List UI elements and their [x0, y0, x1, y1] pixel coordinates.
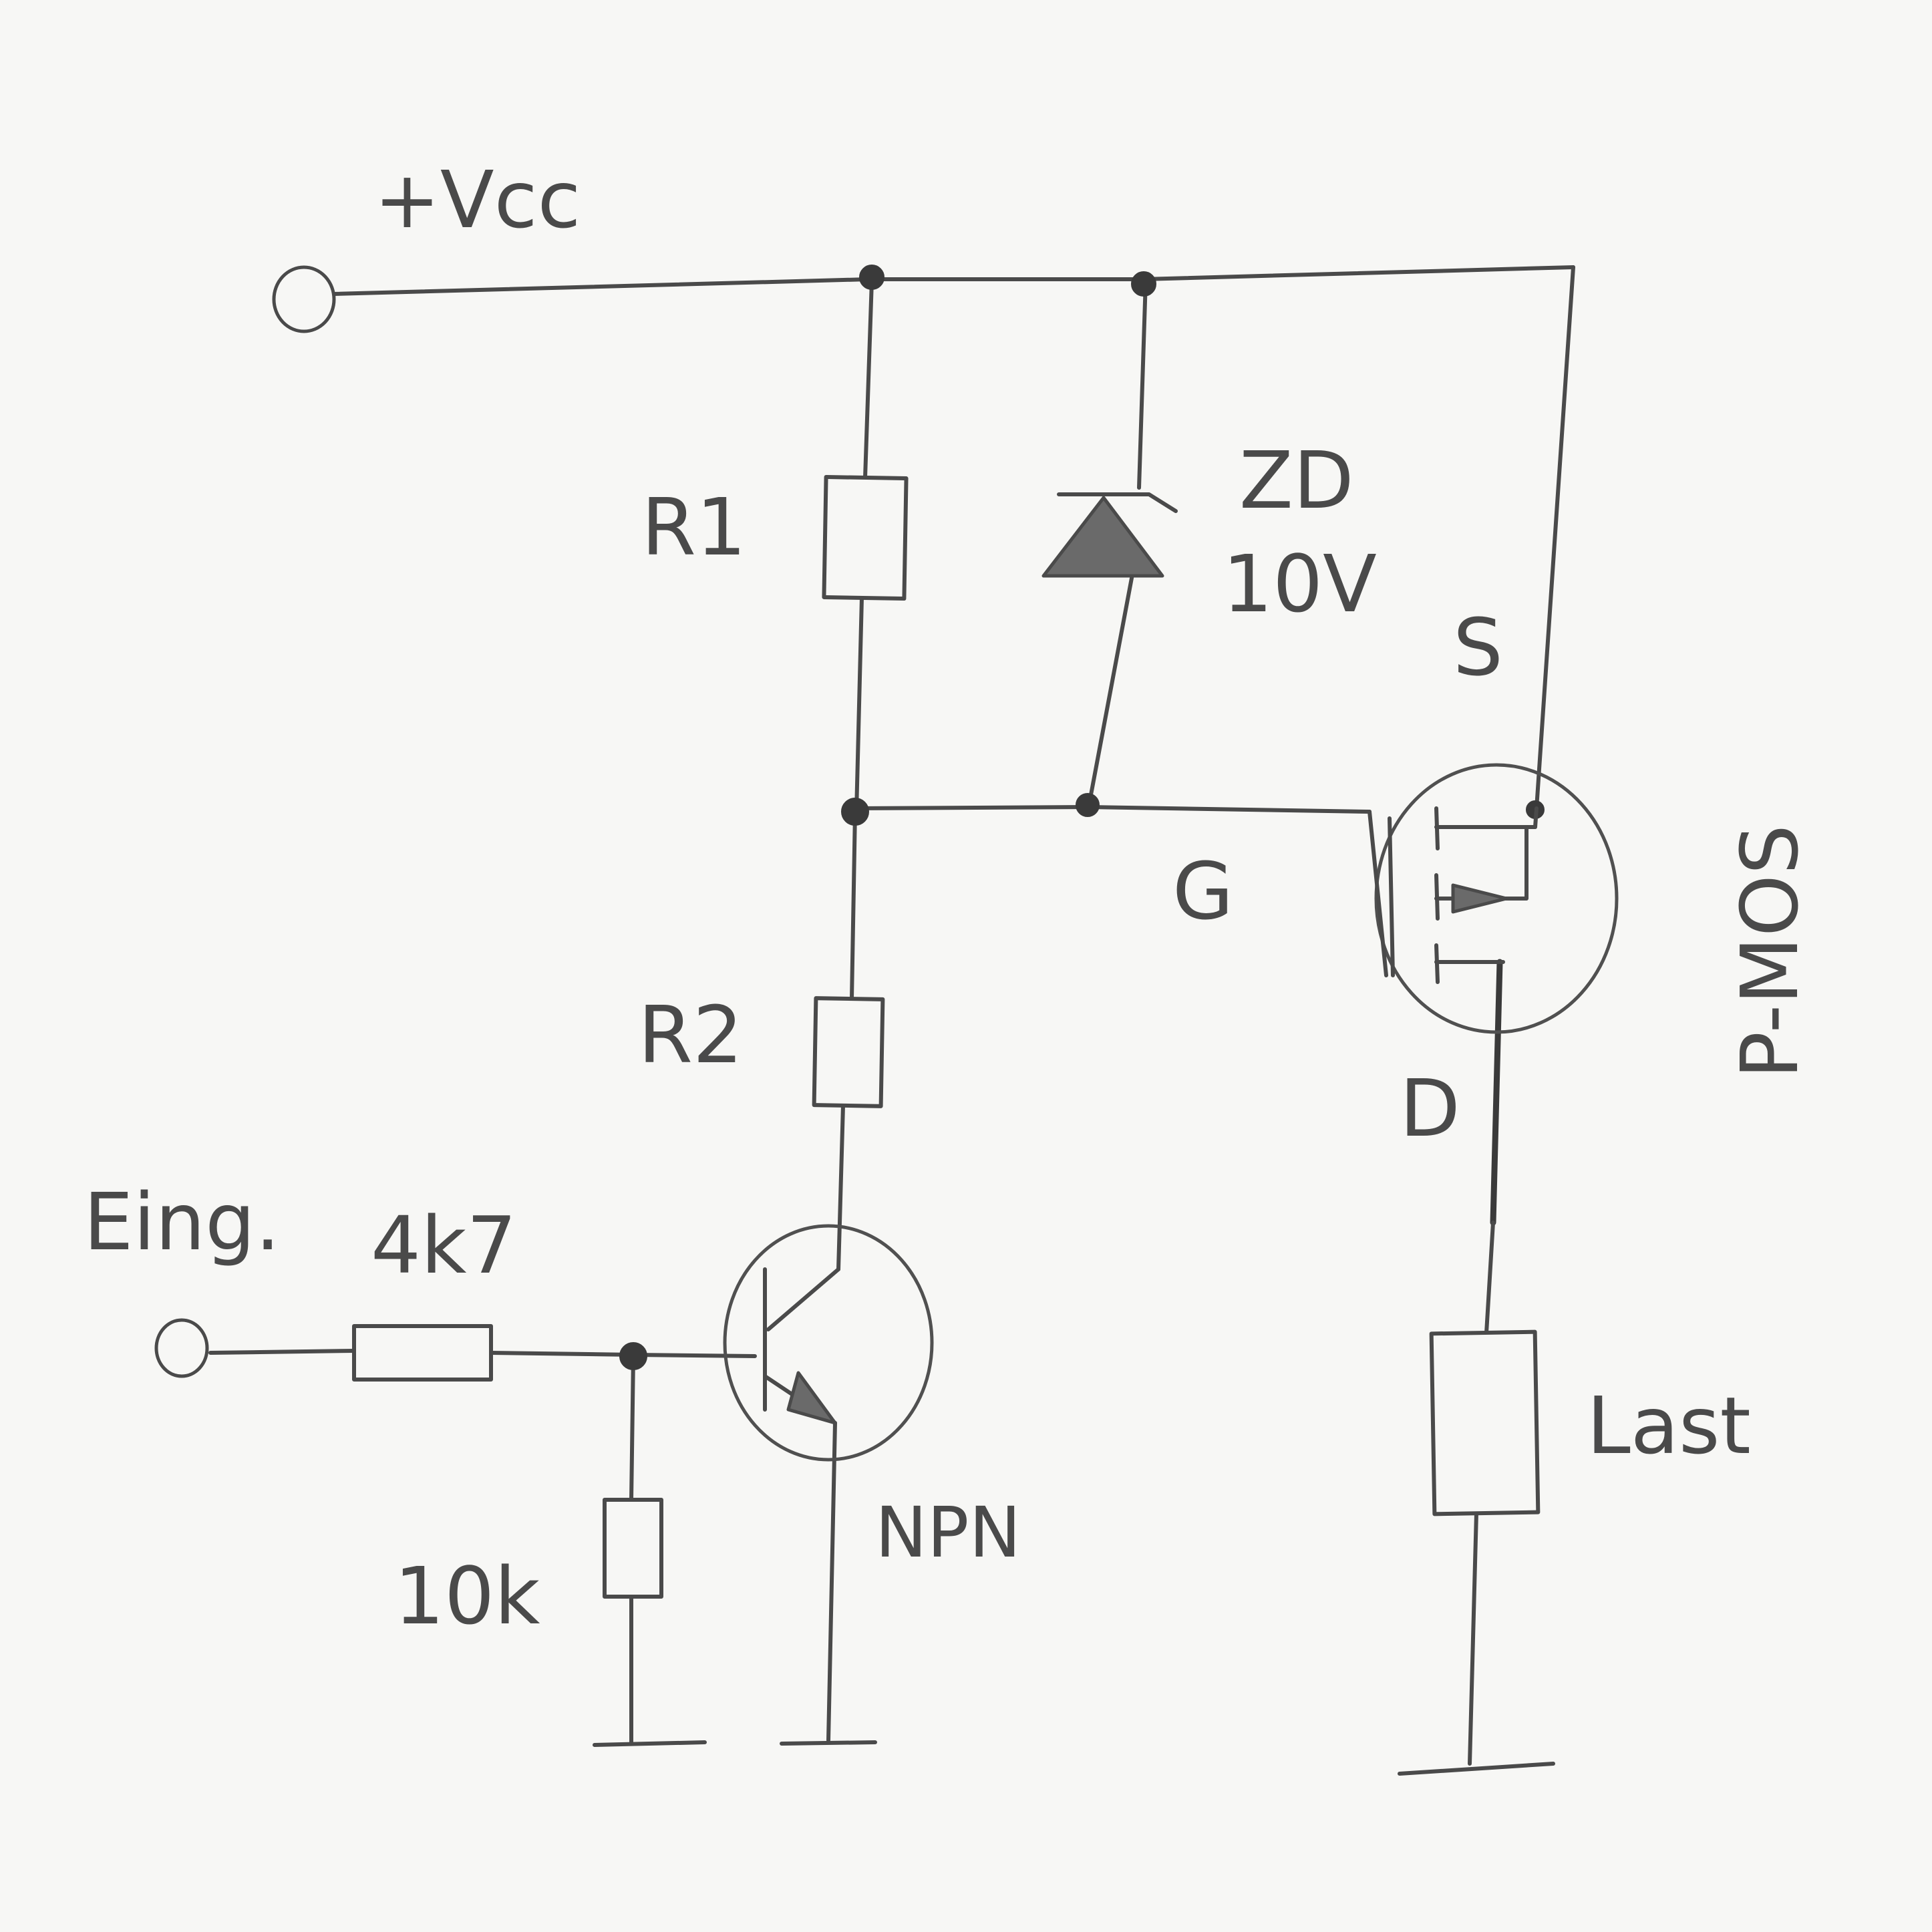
input-wire-left: [208, 1349, 356, 1355]
pmos-label: P-MOS: [1724, 824, 1816, 1079]
load-ground-wire: [1468, 1511, 1478, 1766]
r1-label: R1: [641, 481, 746, 573]
vcc-rail: [332, 265, 1575, 296]
gate-label: G: [1172, 845, 1233, 937]
npn-transistor: [723, 1224, 934, 1462]
pulldown-top-wire: [629, 1354, 635, 1502]
pmos-gate-lead: [1367, 810, 1388, 977]
resistor-4k7: [352, 1324, 493, 1382]
zener-triangle: [1041, 496, 1164, 578]
junction-dot: [1076, 793, 1100, 817]
input-label: Eing.: [84, 1176, 281, 1268]
input-terminal[interactable]: [154, 1318, 209, 1378]
load-resistor: [1429, 1329, 1541, 1516]
junction-dot: [841, 798, 869, 826]
labels: +Vcc R1 ZD 10V S G D P-MOS R2 Eing. 4k7 …: [84, 154, 1816, 1642]
r-pulldown-label: 10k: [394, 1550, 540, 1642]
r1-top-wire: [863, 279, 874, 480]
pmos-circle: [1374, 763, 1619, 1034]
r2-bottom-wire: [836, 1104, 845, 1271]
npn-collector: [766, 1267, 840, 1331]
vcc-label: +Vcc: [374, 154, 581, 246]
vcc-terminal[interactable]: [272, 265, 336, 333]
zener-diode: [1041, 492, 1178, 578]
resistor-10k: [603, 1498, 663, 1599]
pmos-arrow: [1451, 883, 1508, 914]
load-ground-bar: [1398, 1762, 1555, 1776]
gate-wire: [853, 805, 1372, 814]
r1-bottom-wire: [854, 596, 864, 814]
npn-ground-bar: [780, 1740, 877, 1746]
source-wire: [1535, 265, 1575, 810]
resistor-r1: [822, 474, 909, 601]
pmos-transistor: [1367, 763, 1619, 1034]
npn-circle: [723, 1224, 934, 1462]
drain-wire: [1490, 959, 1503, 1226]
junction-dot: [859, 265, 884, 290]
r-input-label: 4k7: [371, 1199, 516, 1291]
r2-label: R2: [638, 989, 743, 1081]
zd-label: ZD: [1239, 434, 1354, 526]
pulldown-ground-bar: [593, 1740, 707, 1747]
junction-dot: [1131, 271, 1156, 297]
zd-value-label: 10V: [1223, 538, 1377, 630]
drain-label: D: [1400, 1062, 1460, 1154]
npn-label: NPN: [875, 1492, 1021, 1573]
zd-bottom-wire: [1088, 573, 1134, 800]
npn-emitter-arrow: [786, 1371, 837, 1425]
pmos-body-line: [1434, 826, 1528, 901]
source-label: S: [1453, 601, 1503, 693]
zener-bar: [1057, 492, 1178, 513]
pmos-gate-plate: [1388, 816, 1395, 977]
load-label: Last: [1587, 1380, 1751, 1472]
npn-emitter-ground: [826, 1421, 837, 1742]
junction-dot: [619, 1342, 647, 1370]
zd-top-wire: [1137, 279, 1148, 490]
drain-to-load: [1484, 1221, 1495, 1335]
junctions: [619, 265, 1545, 1370]
resistor-r2: [812, 996, 885, 1108]
r2-top-wire: [850, 810, 857, 1001]
pmos-source-stub: [1434, 806, 1539, 829]
